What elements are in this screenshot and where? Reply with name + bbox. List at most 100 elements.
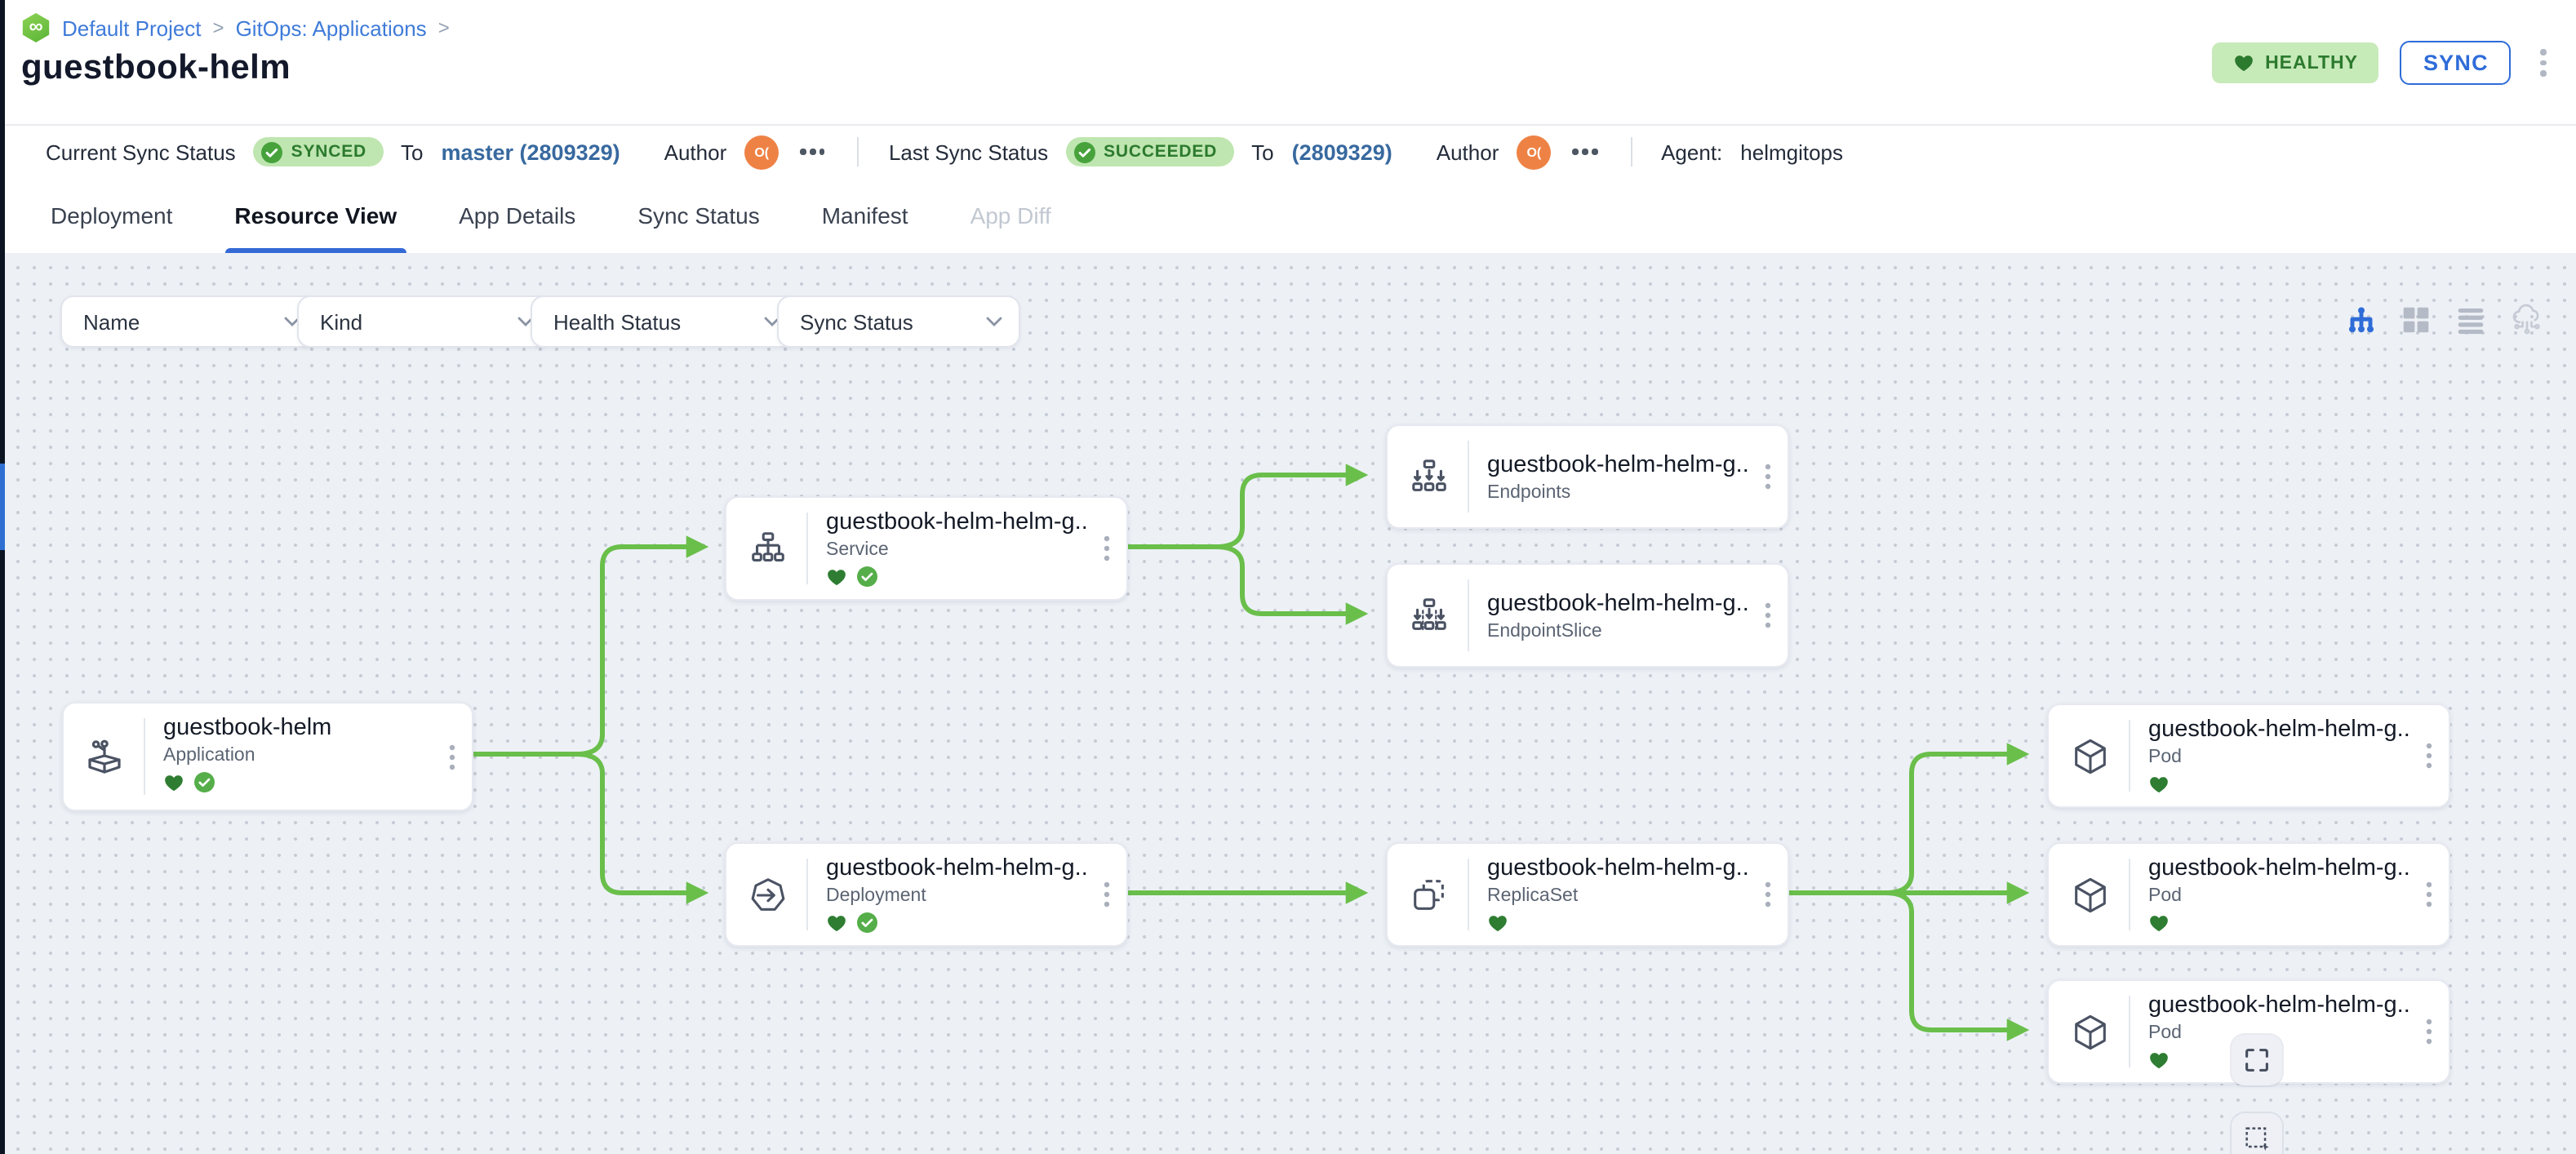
replicaset-icon — [1388, 844, 1469, 945]
breadcrumb-section-link[interactable]: GitOps: Applications — [235, 16, 427, 40]
to-label: To — [1251, 140, 1274, 164]
tree-view-icon — [2348, 306, 2374, 332]
succeeded-badge[interactable]: SUCCEEDED — [1066, 137, 1234, 166]
app-menu-button[interactable] — [2533, 44, 2555, 82]
tab-manifest[interactable]: Manifest — [821, 202, 908, 228]
commit-more-button[interactable] — [1569, 143, 1601, 162]
tab-deployment[interactable]: Deployment — [51, 202, 173, 228]
resource-graph-canvas[interactable]: Name Kind Health Status Sync Status — [5, 253, 2576, 1154]
to-label: To — [401, 140, 424, 164]
endpoints-icon — [1388, 426, 1469, 527]
synced-check-icon — [857, 566, 877, 588]
node-endpoints[interactable]: guestbook-helm-helm-g... Endpoints — [1386, 424, 1789, 529]
expand-icon — [2245, 1049, 2268, 1072]
healthy-heart-icon — [1489, 916, 1507, 932]
node-kind: Deployment — [826, 886, 926, 906]
deployment-icon — [726, 844, 808, 945]
node-status — [2148, 1050, 2409, 1071]
heart-icon — [2234, 55, 2252, 72]
node-replicaset[interactable]: guestbook-helm-helm-g... ReplicaSet — [1386, 842, 1789, 947]
node-status — [163, 772, 433, 793]
author-avatar[interactable]: O( — [744, 135, 779, 169]
healthy-heart-icon — [2150, 1053, 2168, 1069]
filter-health-status-dropdown[interactable]: Health Status — [531, 295, 798, 348]
sidebar-scroll-thumb[interactable] — [0, 464, 5, 550]
grid-view-toggle[interactable] — [2401, 305, 2431, 335]
node-pod-1[interactable]: guestbook-helm-helm-g... Pod — [2047, 703, 2450, 808]
health-status-badge[interactable]: HEALTHY — [2211, 42, 2379, 83]
node-kind: Service — [826, 540, 889, 560]
chevron-down-icon — [764, 317, 780, 326]
agent-value: helmgitops — [1740, 140, 1844, 164]
filter-label: Name — [83, 309, 140, 334]
node-menu-button[interactable] — [433, 703, 472, 810]
node-menu-button[interactable] — [1087, 498, 1126, 599]
node-menu-button[interactable] — [2409, 981, 2449, 1082]
view-toggle-group — [2346, 295, 2543, 344]
node-menu-button[interactable] — [1748, 565, 1788, 666]
healthy-heart-icon — [165, 775, 183, 792]
node-kind: Endpoints — [1487, 482, 1571, 502]
agent-label: Agent: — [1661, 140, 1723, 164]
node-menu-button[interactable] — [2409, 705, 2449, 806]
collapsed-sidebar-edge — [0, 0, 5, 1154]
tab-resource-view[interactable]: Resource View — [203, 176, 428, 253]
node-status — [826, 566, 1087, 588]
endpointslice-icon — [1388, 565, 1469, 666]
node-status — [1487, 912, 1748, 934]
filter-label: Health Status — [553, 309, 682, 334]
node-title: guestbook-helm-helm-g... — [2148, 855, 2409, 881]
filter-name-dropdown[interactable]: Name — [60, 295, 318, 348]
node-deployment[interactable]: guestbook-helm-helm-g... Deployment — [725, 842, 1128, 947]
node-menu-button[interactable] — [1748, 844, 1788, 945]
breadcrumb-separator: > — [437, 16, 450, 39]
current-sync-status-label: Current Sync Status — [46, 140, 236, 164]
author-avatar[interactable]: O( — [1517, 135, 1552, 169]
page-header: ∞ Default Project > GitOps: Applications… — [5, 0, 2576, 124]
filter-sync-status-dropdown[interactable]: Sync Status — [777, 295, 1020, 348]
tab-app-diff[interactable]: App Diff — [970, 202, 1051, 228]
divider — [857, 137, 859, 166]
chevron-down-icon — [284, 317, 300, 326]
fit-view-button[interactable] — [2232, 1035, 2282, 1085]
node-service[interactable]: guestbook-helm-helm-g... Service — [725, 496, 1128, 601]
selection-mode-button[interactable] — [2232, 1113, 2282, 1154]
node-menu-button[interactable] — [1087, 844, 1126, 945]
node-title: guestbook-helm — [163, 715, 332, 741]
tab-sync-status[interactable]: Sync Status — [637, 202, 760, 228]
current-revision-link[interactable]: master (2809329) — [441, 140, 620, 164]
codefresh-logo-icon: ∞ — [22, 13, 50, 42]
node-application[interactable]: guestbook-helm Application — [62, 702, 473, 811]
synced-badge[interactable]: SYNCED — [253, 137, 383, 166]
node-menu-button[interactable] — [2409, 844, 2449, 945]
node-menu-button[interactable] — [1748, 426, 1788, 527]
breadcrumb-project-link[interactable]: Default Project — [62, 16, 202, 40]
grid-view-icon — [2403, 307, 2429, 333]
list-view-icon — [2458, 308, 2484, 335]
commit-more-button[interactable] — [797, 143, 828, 162]
chevron-down-icon — [986, 317, 1002, 326]
breadcrumb: ∞ Default Project > GitOps: Applications… — [21, 13, 450, 42]
node-status — [2148, 912, 2409, 934]
sync-button[interactable]: SYNC — [2400, 41, 2512, 85]
node-endpointslice[interactable]: guestbook-helm-helm-g... EndpointSlice — [1386, 563, 1789, 668]
node-kind: Application — [163, 746, 255, 766]
tab-app-details[interactable]: App Details — [459, 202, 576, 228]
cloud-view-toggle[interactable] — [2511, 304, 2543, 336]
list-view-toggle[interactable] — [2455, 305, 2486, 335]
filter-label: Kind — [320, 309, 363, 334]
pod-icon — [2049, 705, 2130, 806]
last-revision-link[interactable]: (2809329) — [1291, 140, 1392, 164]
filter-kind-dropdown[interactable]: Kind — [297, 295, 552, 348]
divider — [1630, 137, 1632, 166]
synced-check-icon — [857, 912, 877, 934]
application-icon — [64, 703, 145, 810]
node-kind: Pod — [2148, 886, 2182, 906]
check-circle-icon — [261, 141, 283, 162]
cloud-view-icon — [2512, 304, 2540, 335]
succeeded-badge-label: SUCCEEDED — [1104, 142, 1218, 162]
tree-view-toggle[interactable] — [2346, 304, 2377, 335]
node-pod-2[interactable]: guestbook-helm-helm-g... Pod — [2047, 842, 2450, 947]
pod-icon — [2049, 844, 2130, 945]
